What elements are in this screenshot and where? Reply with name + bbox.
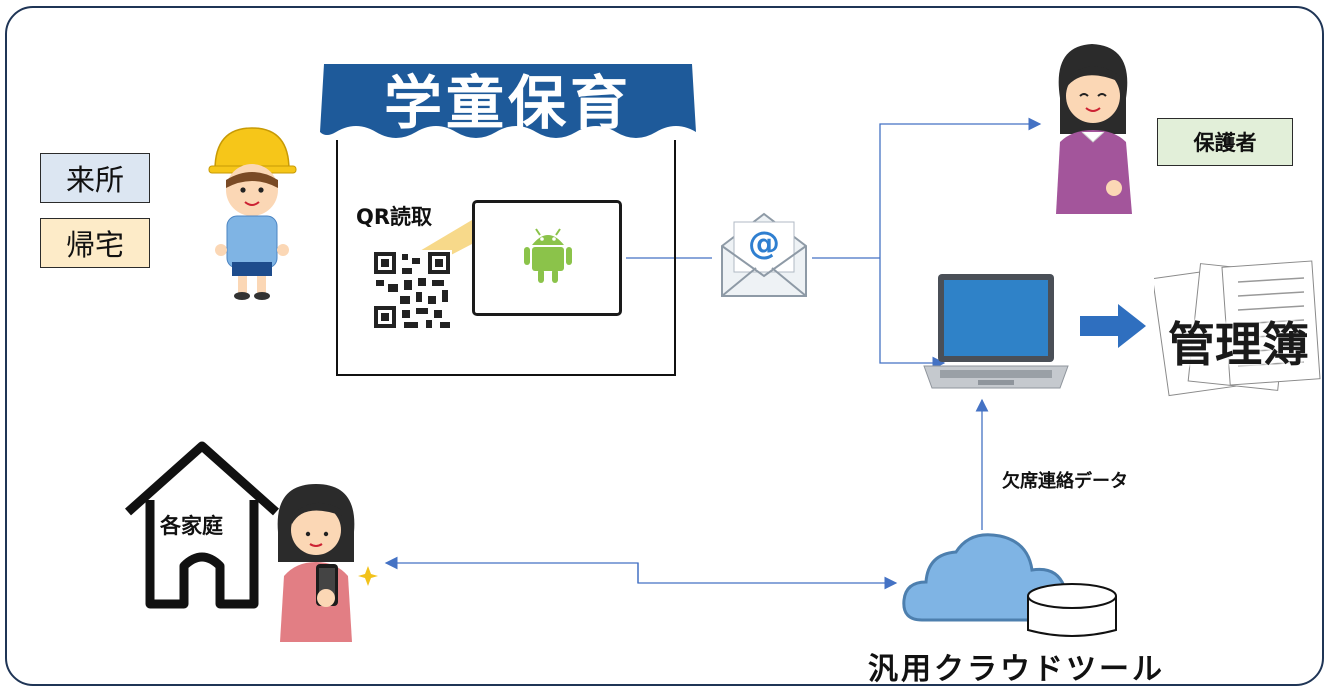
- guardian-tag: 保護者: [1157, 118, 1293, 166]
- facility-roof: [320, 64, 696, 138]
- diagram-frame: [5, 6, 1324, 686]
- absence-data-label: 欠席連絡データ: [1002, 471, 1128, 492]
- arrow-to-guardian: [879, 117, 1042, 258]
- guardian-illustration: [1056, 44, 1132, 214]
- child-illustration: [208, 127, 297, 300]
- cloud-database-icon: [902, 533, 1117, 637]
- arrival-tag: 来所: [40, 153, 150, 203]
- email-at-symbol: @: [748, 224, 780, 262]
- arrow-to-laptop: [879, 258, 946, 370]
- return-home-tag: 帰宅: [40, 218, 150, 268]
- home-icon: [125, 441, 279, 609]
- facility-building: [336, 140, 676, 376]
- ledger-label: 管理簿: [1168, 318, 1309, 373]
- android-icon: [524, 228, 572, 283]
- parent-with-phone-illustration: [277, 484, 378, 642]
- qr-read-label: QR読取: [356, 205, 433, 229]
- cloud-tool-label: 汎用クラウドツール: [868, 652, 1165, 687]
- laptop-icon: [923, 274, 1069, 389]
- ledger-documents-icon: [1154, 260, 1321, 397]
- qr-code-icon: [372, 250, 452, 330]
- arrow-cloud-to-phone: [384, 556, 639, 583]
- right-arrow-icon: [1080, 304, 1146, 348]
- facility-title: 学童保育: [383, 69, 632, 137]
- email-icon: [721, 212, 807, 297]
- arrow-phone-to-cloud: [637, 563, 898, 590]
- homes-label: 各家庭: [160, 514, 223, 538]
